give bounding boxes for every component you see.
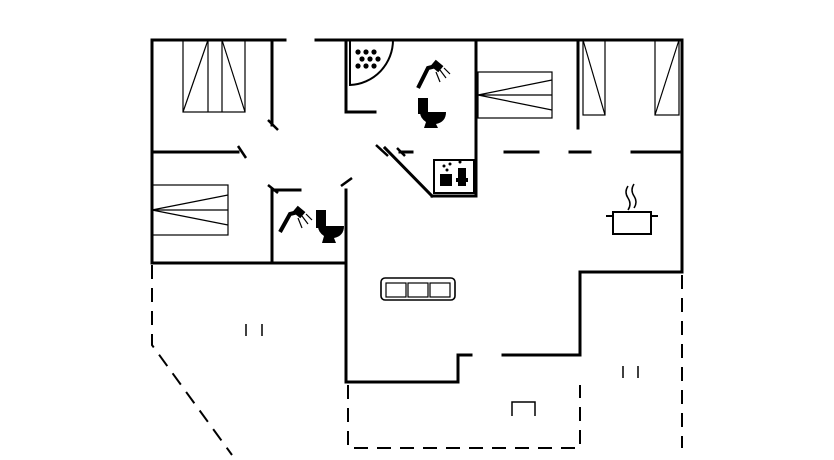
terrace-chair-icon	[622, 366, 639, 378]
terrace-chair-icon	[511, 401, 536, 416]
bed	[477, 71, 553, 119]
bed	[654, 39, 680, 116]
bed	[182, 39, 246, 113]
terrace-chair-icon	[245, 324, 263, 336]
terrace-outline	[151, 265, 683, 456]
toilet-icon	[316, 210, 344, 243]
bed	[151, 184, 229, 236]
interior-walls	[150, 38, 684, 265]
stove-pot-icon	[606, 183, 658, 235]
sauna-icon	[433, 159, 475, 194]
exterior-walls	[150, 38, 684, 384]
whirlpool-icon	[349, 39, 395, 87]
bed	[582, 39, 606, 116]
door-stubs	[236, 119, 406, 194]
toilet-icon	[418, 98, 446, 128]
shower-icon	[416, 59, 451, 89]
shower-icon	[278, 205, 313, 233]
sofa-icon	[380, 277, 456, 301]
